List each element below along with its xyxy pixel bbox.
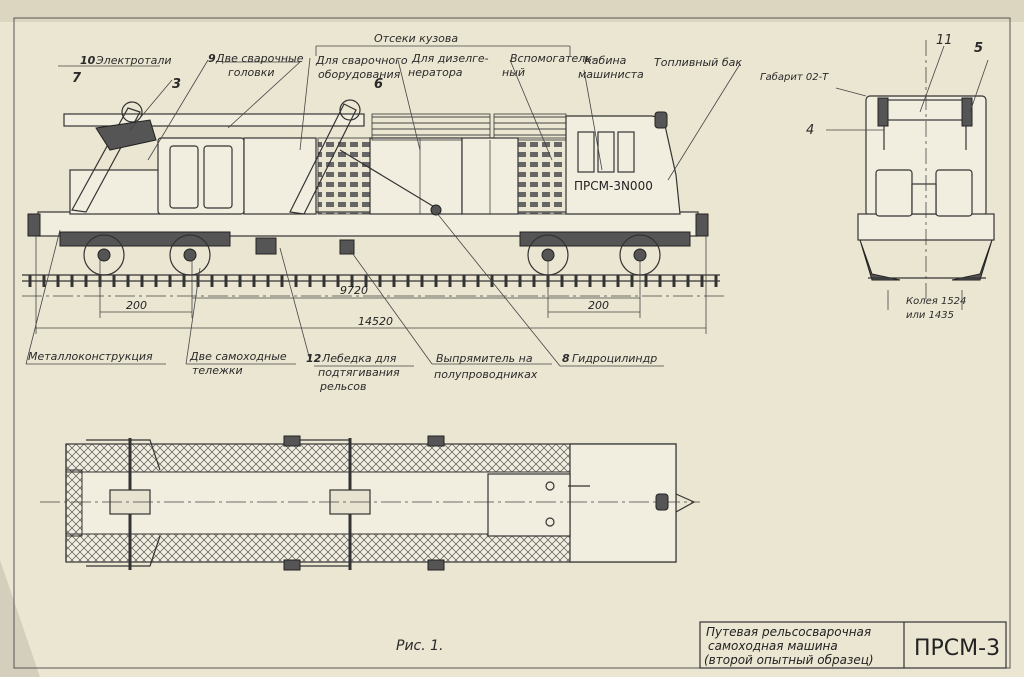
locomotive-id: ПРСМ-3N000: [574, 179, 653, 193]
label-diesel-gen-2: нератора: [408, 66, 463, 79]
side-view: ПРСМ-3N000: [22, 32, 742, 393]
label-winch-3: рельсов: [319, 380, 367, 393]
dim-200-right: 200: [588, 299, 609, 312]
label-winch-2: подтягивания: [318, 366, 400, 379]
label-gauge: Габарит 02-Т: [760, 71, 829, 83]
callout-5: 5: [974, 41, 983, 56]
dimension-lines: [22, 236, 728, 334]
callout-7: 7: [72, 71, 82, 86]
label-hoists-num: 10: [80, 54, 96, 67]
title-block: Путевая рельсосварочная самоходная машин…: [699, 621, 1007, 669]
label-rectifier-1: Выпрямитель на: [436, 352, 533, 365]
machine-code: ПРСМ-3: [914, 636, 1000, 661]
right-bogie: [519, 231, 691, 276]
label-bogies-1: Две самоходные: [189, 350, 287, 363]
label-diesel-gen-1: Для дизелге-: [411, 52, 489, 65]
label-winch-1: Лебедка для: [321, 352, 397, 365]
dim-200-left: 200: [126, 299, 147, 312]
label-rectifier-2: полупроводниках: [434, 368, 538, 381]
label-track-gauge-2: или 1435: [906, 310, 954, 321]
label-winch-num: 12: [306, 352, 322, 365]
callout-11: 11: [936, 33, 953, 48]
label-auxiliary-2: ный: [502, 66, 525, 79]
dim-9720: 9720: [340, 284, 368, 297]
label-metal-structure: Металлоконструкция: [28, 350, 153, 363]
title-line-3: (второй опытный образец): [704, 653, 874, 667]
top-view: [40, 435, 700, 571]
label-fuel-tank: Топливный бак: [654, 56, 742, 69]
label-welding-equipment-1: Для сварочного: [315, 54, 408, 67]
title-line-1: Путевая рельсосварочная: [706, 625, 871, 639]
dim-14520: 14520: [358, 315, 393, 328]
label-hoists: Электротали: [95, 54, 172, 67]
label-cylinder-num: 8: [562, 352, 570, 365]
drawing-frame: [13, 17, 1011, 669]
label-cylinder: Гидроцилиндр: [572, 352, 657, 365]
label-welding-equipment-2: оборудования: [318, 68, 401, 81]
end-view: Габарит 02-Т 11 5 4 Колея 1524 или 1435: [760, 33, 995, 321]
label-bogies-2: тележки: [192, 364, 243, 377]
callout-3: 3: [172, 77, 181, 92]
label-welding-heads-1: Две сварочные: [215, 52, 304, 65]
title-line-2: самоходная машина: [708, 639, 838, 653]
label-cab-2: машиниста: [578, 68, 644, 81]
label-cab-1: Кабина: [584, 54, 627, 67]
callout-6: 6: [374, 77, 383, 92]
label-auxiliary-1: Вспомогатель-: [510, 52, 596, 65]
leader-lines: [25, 45, 741, 367]
label-welding-heads-num: 9: [208, 52, 216, 65]
label-compartments: Отсеки кузова: [374, 32, 458, 45]
left-bogie: [59, 231, 231, 276]
figure-caption: Рис. 1.: [396, 638, 444, 654]
label-welding-heads-2: головки: [228, 66, 275, 79]
label-track-gauge-1: Колея 1524: [906, 296, 966, 307]
callout-4: 4: [806, 123, 814, 138]
